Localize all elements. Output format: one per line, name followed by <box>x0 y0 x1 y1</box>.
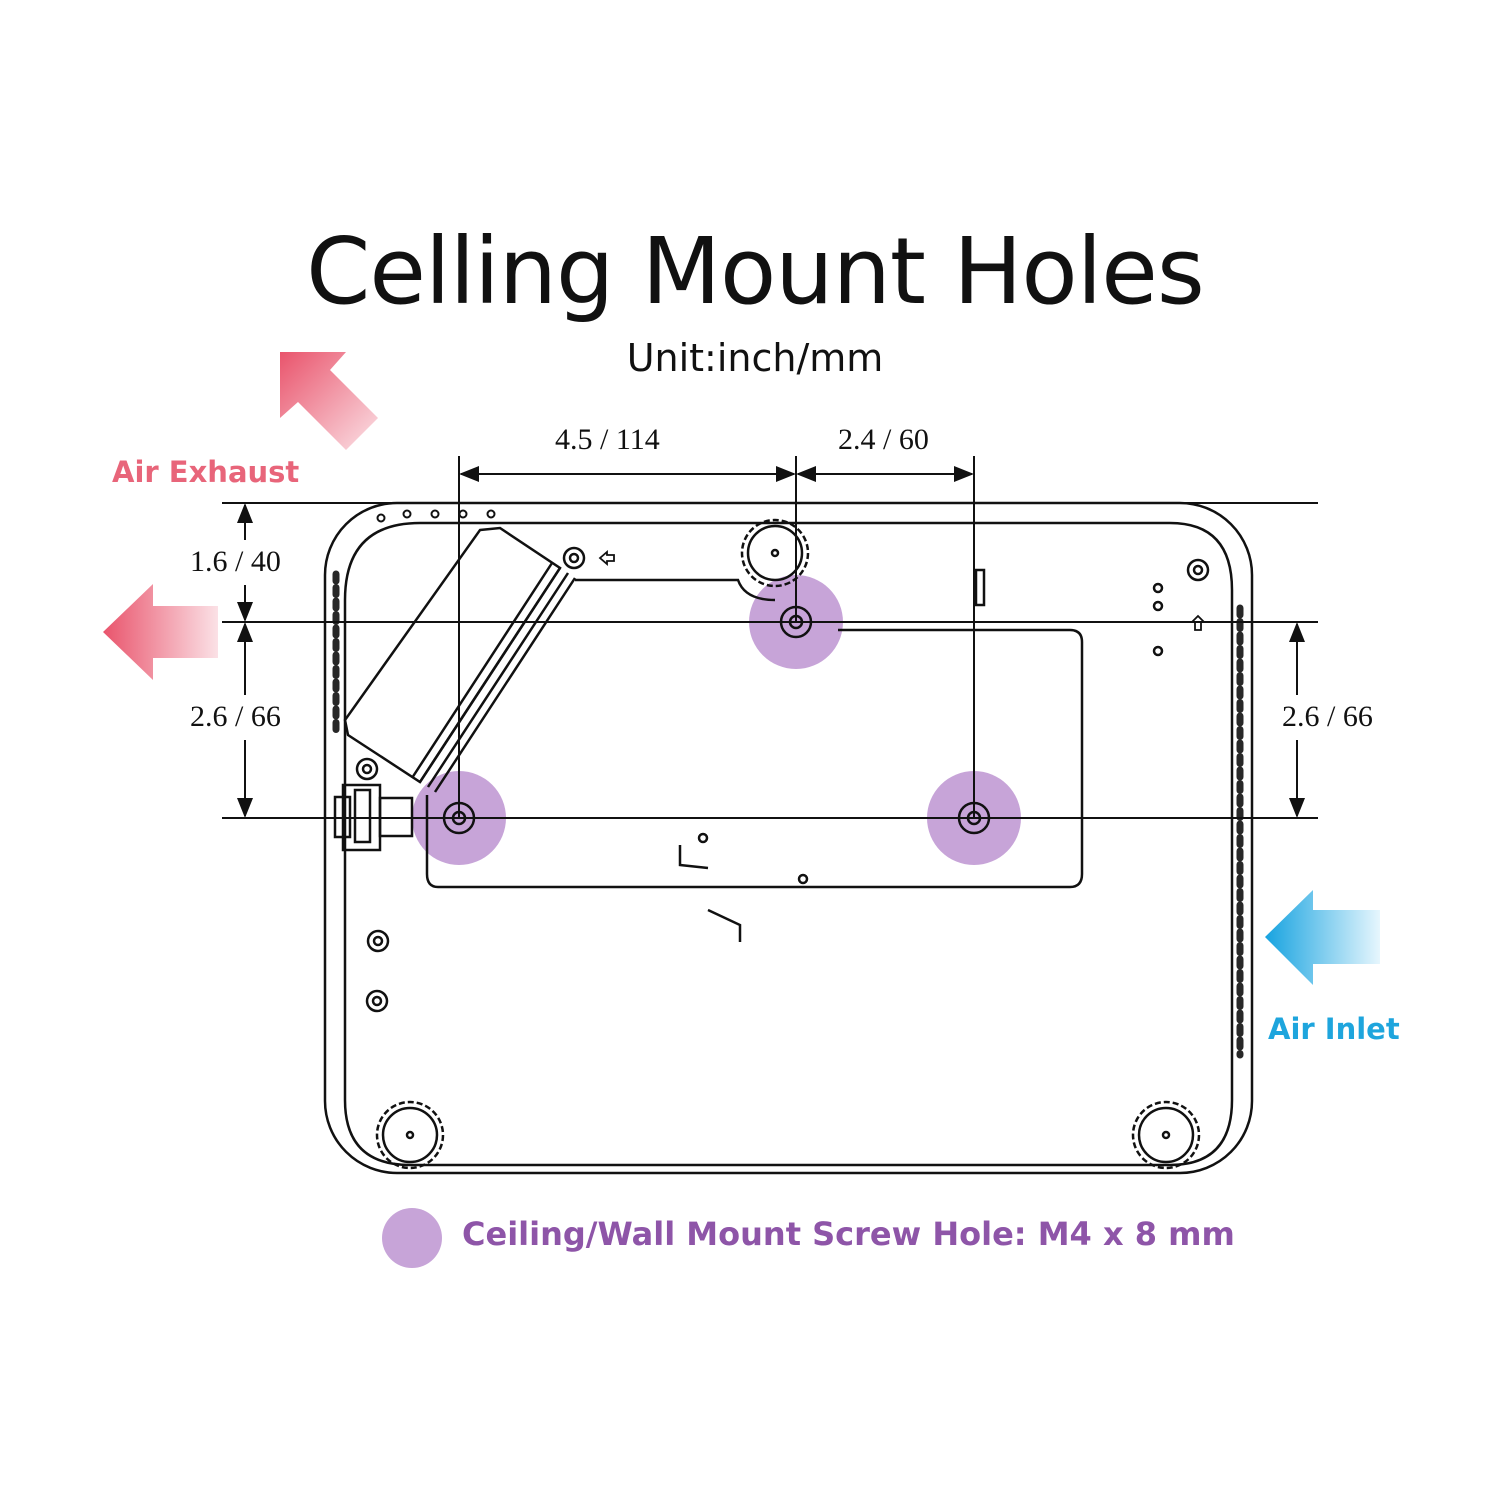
foot-top <box>740 518 810 588</box>
dimension-lines <box>222 456 1318 819</box>
mount-hole-highlights <box>412 575 1021 865</box>
dim-top-right: 2.4 / 60 <box>838 423 929 456</box>
air-exhaust-left-arrow <box>103 584 218 680</box>
unit-label: Unit:inch/mm <box>626 336 884 380</box>
air-inlet-arrow <box>1265 890 1380 985</box>
dim-top-left: 4.5 / 114 <box>555 423 660 456</box>
dim-right: 2.6 / 66 <box>1282 700 1373 733</box>
screw-holes <box>442 605 991 835</box>
page-title: Celling Mount Holes <box>306 218 1205 325</box>
foot-bottom-right <box>1131 1100 1201 1170</box>
air-exhaust-up-arrow <box>280 352 378 450</box>
dim-left-lower: 2.6 / 66 <box>190 700 281 733</box>
legend-label: Ceiling/Wall Mount Screw Hole: M4 x 8 mm <box>462 1215 1235 1253</box>
air-inlet-label: Air Inlet <box>1268 1012 1400 1046</box>
foot-bottom-left <box>375 1100 445 1170</box>
air-exhaust-label: Air Exhaust <box>112 455 300 489</box>
dim-left-upper: 1.6 / 40 <box>190 545 281 578</box>
legend-swatch <box>382 1208 442 1268</box>
